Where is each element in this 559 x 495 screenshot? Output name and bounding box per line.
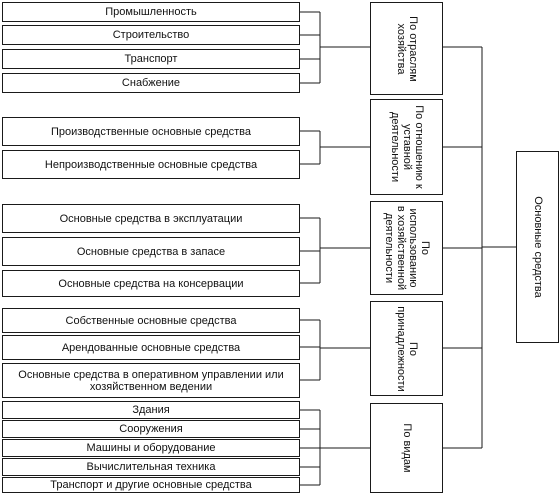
leaf-own-assets: Собственные основные средства <box>2 308 300 333</box>
leaf-computing-equipment: Вычислительная техника <box>2 458 300 476</box>
leaf-transport: Транспорт <box>2 49 300 69</box>
root-box-fixed-assets: Основные средства <box>516 151 559 343</box>
group-by-industry: По отраслям хозяйства <box>370 2 443 95</box>
leaf-assets-in-operation: Основные средства в эксплуатации <box>2 204 300 233</box>
leaf-operational-management-assets: Основные средства в оперативном управлен… <box>2 363 300 398</box>
leaf-structures: Сооружения <box>2 420 300 438</box>
root-label: Основные средства <box>531 196 544 298</box>
group-label: По видам <box>400 423 413 473</box>
leaf-assets-in-reserve: Основные средства в запасе <box>2 237 300 266</box>
group-by-ownership: По принадлежности <box>370 301 443 396</box>
group-label: По отраслям хозяйства <box>394 15 419 82</box>
leaf-leased-assets: Арендованные основные средства <box>2 335 300 360</box>
group-label: По использованию в хозяйственной деятель… <box>382 205 431 291</box>
leaf-construction: Строительство <box>2 25 300 45</box>
leaf-supply: Снабжение <box>2 73 300 93</box>
group-label: По принадлежности <box>394 305 419 392</box>
leaf-industry: Промышленность <box>2 2 300 22</box>
group-by-charter-activity: По отношению к уставной деятельности <box>370 99 443 195</box>
leaf-non-production-fixed-assets: Непроизводственные основные средства <box>2 150 300 179</box>
group-by-usage: По использованию в хозяйственной деятель… <box>370 201 443 295</box>
leaf-buildings: Здания <box>2 401 300 419</box>
group-by-type: По видам <box>370 403 443 493</box>
leaf-production-fixed-assets: Производственные основные средства <box>2 117 300 146</box>
leaf-assets-conservation: Основные средства на консервации <box>2 270 300 297</box>
leaf-machinery-equipment: Машины и оборудование <box>2 439 300 457</box>
leaf-transport-other-assets: Транспорт и другие основные средства <box>2 477 300 493</box>
group-label: По отношению к уставной деятельности <box>388 105 425 189</box>
